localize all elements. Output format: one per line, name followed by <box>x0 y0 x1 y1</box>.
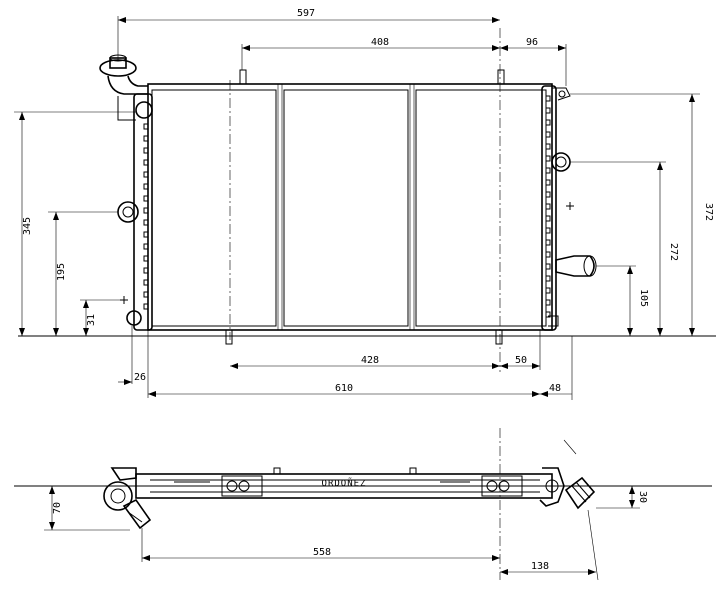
tank-hole <box>545 251 551 258</box>
dim-408: 408 <box>241 37 500 70</box>
tank-hole <box>545 143 551 150</box>
dim-558: 558 <box>141 528 500 562</box>
dim-105-label: 105 <box>638 289 649 307</box>
dim-50-label: 50 <box>515 355 527 366</box>
tank-hole <box>143 303 149 310</box>
radiator-core <box>147 28 553 372</box>
side-left-fitting <box>103 467 152 530</box>
tank-hole <box>143 171 149 178</box>
side-body <box>135 467 553 499</box>
dim-31-label: 31 <box>86 314 97 326</box>
dim-428: 428 <box>230 355 500 369</box>
tank-hole <box>143 231 149 238</box>
right-outlet-pipe <box>555 255 597 277</box>
left-drain <box>120 296 142 326</box>
dim-345-label: 345 <box>22 217 33 235</box>
dim-272: 272 <box>570 161 679 336</box>
dim-48: 48 <box>540 336 573 400</box>
brand-label: ORDOÑEZ <box>322 478 367 489</box>
tank-hole <box>545 215 551 222</box>
left-upper-pipe <box>117 96 153 121</box>
tank-hole <box>143 135 149 142</box>
mounting-studs <box>225 69 505 345</box>
tank-hole <box>545 119 551 126</box>
tank-hole <box>143 243 149 250</box>
dim-138-label: 138 <box>531 561 549 572</box>
tank-hole <box>545 95 551 102</box>
right-tank <box>541 85 557 331</box>
dim-26: 26 <box>118 326 149 398</box>
tank-hole <box>143 123 149 130</box>
tank-hole <box>545 299 551 306</box>
tank-hole <box>143 207 149 214</box>
dim-30-label: 30 <box>637 491 648 503</box>
tank-hole <box>545 239 551 246</box>
tank-hole <box>545 287 551 294</box>
dim-31: 31 <box>80 299 120 336</box>
right-top-bracket <box>552 87 571 101</box>
right-bottom-bracket <box>548 315 559 327</box>
tank-hole <box>143 147 149 154</box>
left-tank <box>133 93 153 331</box>
tank-hole <box>143 159 149 166</box>
dim-272-label: 272 <box>668 243 679 261</box>
tank-hole <box>545 311 551 318</box>
left-middle-port <box>117 201 139 223</box>
tank-hole <box>143 219 149 226</box>
tank-hole <box>545 275 551 282</box>
dim-372: 372 <box>570 93 714 336</box>
tank-hole <box>545 107 551 114</box>
dim-610: 610 <box>148 383 540 397</box>
filler-cap <box>99 54 148 95</box>
tank-hole <box>143 291 149 298</box>
tank-hole <box>545 203 551 210</box>
tank-hole <box>143 195 149 202</box>
tank-hole <box>545 179 551 186</box>
dim-70: 70 <box>44 486 130 531</box>
tank-hole <box>545 167 551 174</box>
dim-195: 195 <box>48 211 118 336</box>
dim-105: 105 <box>596 265 649 336</box>
tank-hole <box>143 267 149 274</box>
dim-30: 30 <box>596 486 648 509</box>
dim-138: 138 <box>500 509 599 581</box>
tank-hole <box>143 279 149 286</box>
dim-345: 345 <box>14 111 136 336</box>
dim-428-label: 428 <box>361 355 379 366</box>
dim-597: 597 <box>117 8 500 60</box>
dim-408-label: 408 <box>371 37 389 48</box>
tank-hole <box>545 191 551 198</box>
dim-372-label: 372 <box>703 203 714 221</box>
tank-hole <box>545 227 551 234</box>
side-view: ORDOÑEZ 70 30 <box>14 428 712 581</box>
dim-70-label: 70 <box>52 502 63 514</box>
dim-597-label: 597 <box>297 8 315 19</box>
tank-hole <box>545 263 551 270</box>
front-view: 597 408 96 372 272 105 <box>14 8 716 400</box>
side-right-fitting <box>539 439 596 510</box>
dim-96: 96 <box>500 37 567 86</box>
dim-48-label: 48 <box>549 383 561 394</box>
dim-50: 50 <box>500 330 541 370</box>
dim-558-label: 558 <box>313 547 331 558</box>
dim-610-label: 610 <box>335 383 353 394</box>
tank-hole <box>143 183 149 190</box>
tank-hole <box>143 255 149 262</box>
dim-195-label: 195 <box>56 263 67 281</box>
dim-96-label: 96 <box>526 37 538 48</box>
tank-hole <box>545 131 551 138</box>
dim-26-label: 26 <box>134 372 146 383</box>
tank-hole <box>545 155 551 162</box>
